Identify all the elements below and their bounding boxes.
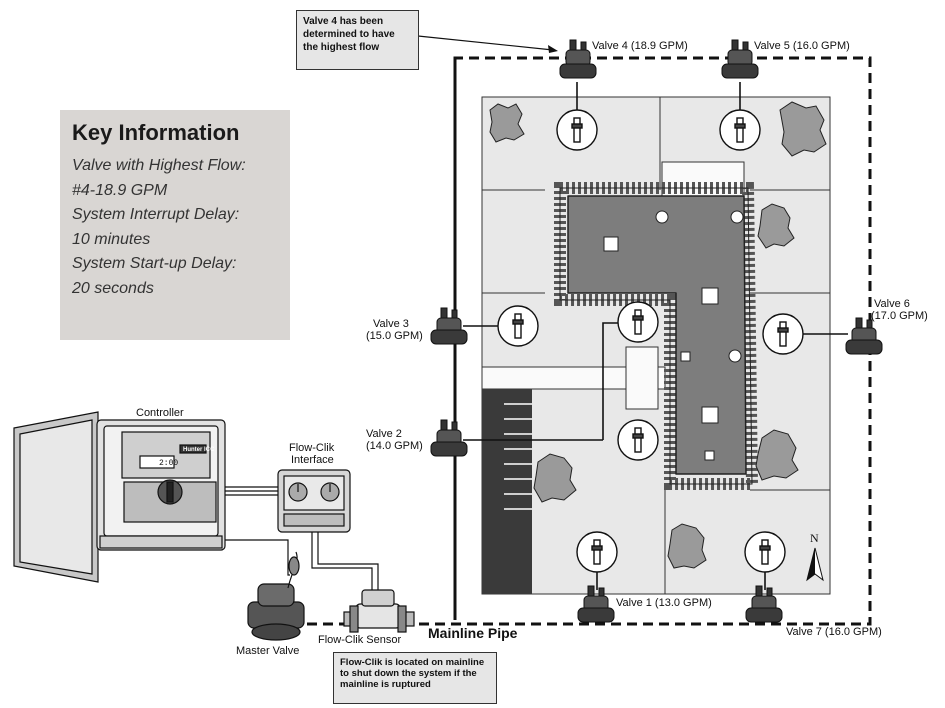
valve-2-label-flow: (14.0 GPM) <box>366 440 423 452</box>
flow-clik-callout: Flow-Clik is located on mainline to shut… <box>333 652 497 704</box>
parking-lot <box>482 389 532 594</box>
flow-clik-interface-icon <box>277 469 351 533</box>
sprinkler-head-v2 <box>617 419 659 461</box>
sprinkler-heads <box>497 109 804 573</box>
callout-line: mainline is ruptured <box>340 679 431 690</box>
valve-6-label-flow: (17.0 GPM) <box>871 310 928 322</box>
valve-1-label: Valve 1 (13.0 GPM) <box>616 597 712 609</box>
key-information-title: Key Information <box>72 120 240 145</box>
valve-5-icon <box>721 39 759 79</box>
key-info-line: 20 seconds <box>72 279 154 297</box>
key-info-line: Valve with Highest Flow: <box>72 157 246 174</box>
sprinkler-head-v6 <box>762 313 804 355</box>
valve-4-icon <box>559 39 597 79</box>
tree-1 <box>489 103 525 143</box>
controller-wiring <box>225 486 379 594</box>
tree-5 <box>755 429 799 481</box>
valve-3-label-name: Valve 3 <box>373 318 409 330</box>
sprinkler-head-v7 <box>744 531 786 573</box>
flow-clik-interface-label-2: Interface <box>291 454 334 466</box>
tree-6 <box>667 523 707 569</box>
valve-2-icon <box>430 419 468 457</box>
tree-4 <box>533 453 577 503</box>
callout-line: to shut down the system if the <box>340 668 477 679</box>
valve-7-label: Valve 7 (16.0 GPM) <box>786 626 882 638</box>
highest-flow-callout: Valve 4 has been determined to have the … <box>296 10 419 70</box>
sprinkler-head-v1 <box>576 531 618 573</box>
flow-clik-interface-label-1: Flow-Clik <box>289 442 335 454</box>
north-arrow-icon <box>806 547 824 582</box>
walkway-stub <box>625 346 659 410</box>
parking-stripes <box>504 403 532 510</box>
valve-icons <box>430 39 883 623</box>
flow-clik-sensor-icon <box>343 589 415 633</box>
valve-4-label: Valve 4 (18.9 GPM) <box>592 40 688 52</box>
controller-label: Controller <box>136 407 184 419</box>
valve-6-label-name: Valve 6 <box>874 298 910 310</box>
callout-line: the highest flow <box>303 42 380 53</box>
flow-clik-sensor-label: Flow-Clik Sensor <box>318 634 402 646</box>
sprinkler-head-v3 <box>497 305 539 347</box>
key-info-line: System Start-up Delay: <box>72 255 237 272</box>
north-label: N <box>810 531 819 545</box>
controller-display: 2:00 <box>159 459 178 468</box>
valve-2-label-name: Valve 2 <box>366 428 402 440</box>
callout-line: determined to have <box>303 29 395 40</box>
tree-group <box>489 101 827 569</box>
callout-arrow <box>417 35 558 53</box>
valve-7-icon <box>745 585 783 623</box>
valve-3-label-flow: (15.0 GPM) <box>366 330 423 342</box>
key-info-line: System Interrupt Delay: <box>72 206 240 223</box>
controller-brand: Hunter ICC <box>183 447 215 453</box>
tree-2 <box>779 101 827 157</box>
valve-6-icon <box>845 317 883 355</box>
controller-icon <box>13 411 226 583</box>
key-info-line: 10 minutes <box>72 230 151 248</box>
sprinkler-head-v5 <box>719 109 761 151</box>
valve-1-icon <box>577 585 615 623</box>
sprinkler-head-v3b <box>617 301 659 343</box>
valve-5-label: Valve 5 (16.0 GPM) <box>754 40 850 52</box>
master-valve-icon <box>247 551 305 641</box>
mainline-pipe-label: Mainline Pipe <box>428 625 518 641</box>
sprinkler-head-v4 <box>556 109 598 151</box>
tree-3 <box>757 203 795 249</box>
master-valve-label: Master Valve <box>236 645 300 657</box>
key-info-line: #4-18.9 GPM <box>72 181 168 199</box>
building <box>567 195 747 475</box>
callout-line: Valve 4 has been <box>303 16 384 27</box>
callout-line: Flow-Clik is located on mainline <box>340 657 485 668</box>
key-information-box: Key Information Valve with Highest Flow:… <box>60 110 290 340</box>
valve-3-icon <box>430 307 468 345</box>
